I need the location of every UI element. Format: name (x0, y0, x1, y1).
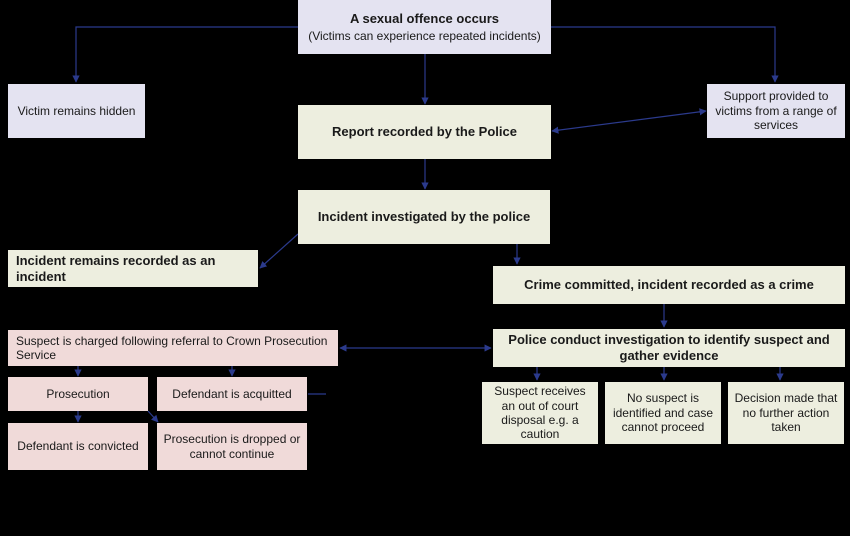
node-offence-title: A sexual offence occurs (349, 11, 500, 26)
node-remains-incident: Incident remains recorded as an incident (8, 250, 258, 287)
node-defendant-acquitted: Defendant is acquitted (157, 377, 307, 411)
node-defendant-convicted: Defendant is convicted (8, 423, 148, 470)
node-prosecution-dropped: Prosecution is dropped or cannot continu… (157, 423, 307, 470)
connector-prosecution-to-dropped (147, 410, 159, 423)
connector-offence-to-support (551, 26, 779, 83)
node-prosecution: Prosecution (8, 377, 148, 411)
node-suspect-charged: Suspect is charged following referral to… (8, 330, 338, 366)
connector-investigated-to-remains (259, 233, 299, 269)
node-crime-committed: Crime committed, incident recorded as a … (493, 266, 845, 304)
node-conduct-investigation: Police conduct investigation to identify… (493, 329, 845, 367)
node-support-provided: Support provided to victims from a range… (707, 84, 845, 138)
node-offence-subtitle: (Victims can experience repeated inciden… (308, 28, 541, 43)
node-report-recorded: Report recorded by the Police (298, 105, 551, 159)
connector-offence-to-hidden (72, 26, 298, 83)
connector-report-support (551, 108, 707, 134)
node-offence-occurs: A sexual offence occurs (Victims can exp… (298, 0, 551, 54)
node-incident-investigated: Incident investigated by the police (298, 190, 550, 244)
node-no-further-action: Decision made that no further action tak… (728, 382, 844, 444)
node-out-of-court: Suspect receives an out of court disposa… (482, 382, 598, 444)
node-no-suspect: No suspect is identified and case cannot… (605, 382, 721, 444)
node-victim-hidden: Victim remains hidden (8, 84, 145, 138)
